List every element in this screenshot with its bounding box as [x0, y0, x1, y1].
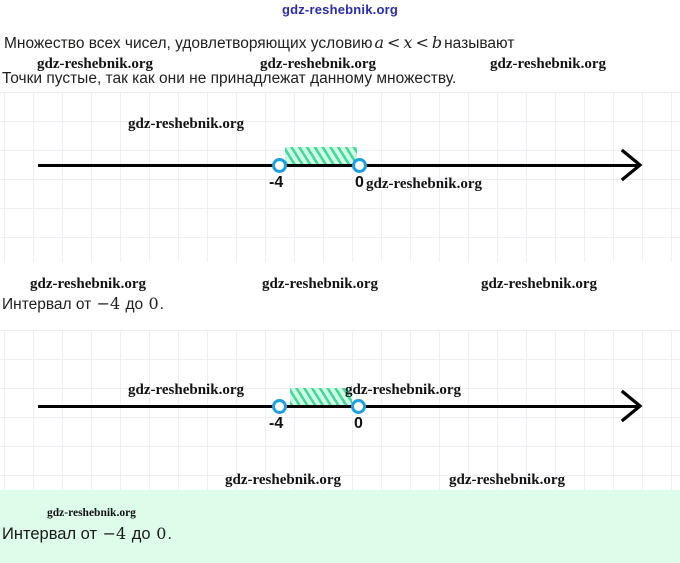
- watermark-line-one-left: gdz-reshebnik.org: [128, 116, 244, 132]
- intro-line-1: Множество всех чисел, удовлетворяющих ус…: [4, 33, 514, 53]
- graph-panel-one: -4 0 gdz-reshebnik.org gdz-reshebnik.org: [0, 92, 680, 262]
- watermark-mid-right: gdz-reshebnik.org: [481, 276, 597, 292]
- math-var-x: x: [403, 33, 413, 52]
- bottom-caption-to: 0: [156, 524, 167, 543]
- bottom-caption-prefix: Интервал от: [2, 525, 102, 543]
- intro-line-2: Точки пустые, так как они не принадлежат…: [2, 70, 457, 87]
- endpoint-open-left-two: [272, 399, 287, 414]
- mid-caption-block: gdz-reshebnik.org gdz-reshebnik.org gdz-…: [0, 262, 680, 330]
- number-line-two: -4 0: [0, 375, 680, 445]
- mid-caption-from: −4: [96, 294, 121, 313]
- endpoint-open-right-one: [352, 158, 367, 173]
- tick-label-right-two: 0: [354, 415, 363, 432]
- tick-label-left-two: -4: [269, 415, 284, 432]
- bottom-highlight-band: gdz-reshebnik.org Интервал от −4 до 0.: [0, 490, 680, 563]
- watermark-top: gdz-reshebnik.org: [281, 2, 399, 17]
- watermark-green-small: gdz-reshebnik.org: [47, 507, 136, 519]
- number-line-one-axis: [38, 164, 638, 167]
- math-var-a: a: [374, 33, 385, 52]
- number-line-one: -4 0: [0, 134, 680, 204]
- math-less-than-1: <: [387, 33, 401, 52]
- bottom-caption-text: Интервал от −4 до 0.: [2, 524, 172, 544]
- interval-hatch-two: [290, 388, 352, 405]
- watermark-lower-left: gdz-reshebnik.org: [225, 472, 341, 488]
- tick-label-right-one: 0: [355, 174, 364, 191]
- intro-block: Множество всех чисел, удовлетворяющих ус…: [0, 28, 680, 90]
- tick-label-left-one: -4: [269, 174, 284, 191]
- bottom-caption-suffix: .: [167, 525, 172, 543]
- intro-line-1-tail: называют: [444, 35, 515, 52]
- watermark-intro-right: gdz-reshebnik.org: [490, 56, 606, 72]
- watermark-mid-center: gdz-reshebnik.org: [262, 276, 378, 292]
- mid-caption-text: Интервал от −4 до 0.: [2, 294, 164, 314]
- right-arrow-icon-one: [620, 148, 644, 182]
- bottom-caption-from: −4: [102, 524, 127, 543]
- math-less-than-2: <: [415, 33, 429, 52]
- bottom-caption-middle: до: [127, 525, 156, 543]
- right-arrow-icon-two: [620, 389, 644, 423]
- watermark-mid-left: gdz-reshebnik.org: [30, 276, 146, 292]
- mid-caption-to: 0: [148, 294, 159, 313]
- number-line-two-axis: [38, 405, 638, 408]
- mid-caption-prefix: Интервал от: [2, 296, 96, 313]
- watermark-lower-right: gdz-reshebnik.org: [449, 472, 565, 488]
- math-var-b: b: [431, 33, 443, 52]
- graph-panel-two: -4 0 gdz-reshebnik.org gdz-reshebnik.org…: [0, 330, 680, 490]
- interval-hatch-one: [285, 147, 357, 164]
- endpoint-open-right-two: [351, 399, 366, 414]
- endpoint-open-left-one: [272, 158, 287, 173]
- math-inequality: a<x<b: [372, 33, 444, 52]
- mid-caption-suffix: .: [159, 296, 164, 313]
- intro-line-1-text: Множество всех чисел, удовлетворяющих ус…: [4, 35, 373, 52]
- mid-caption-middle: до: [121, 296, 148, 313]
